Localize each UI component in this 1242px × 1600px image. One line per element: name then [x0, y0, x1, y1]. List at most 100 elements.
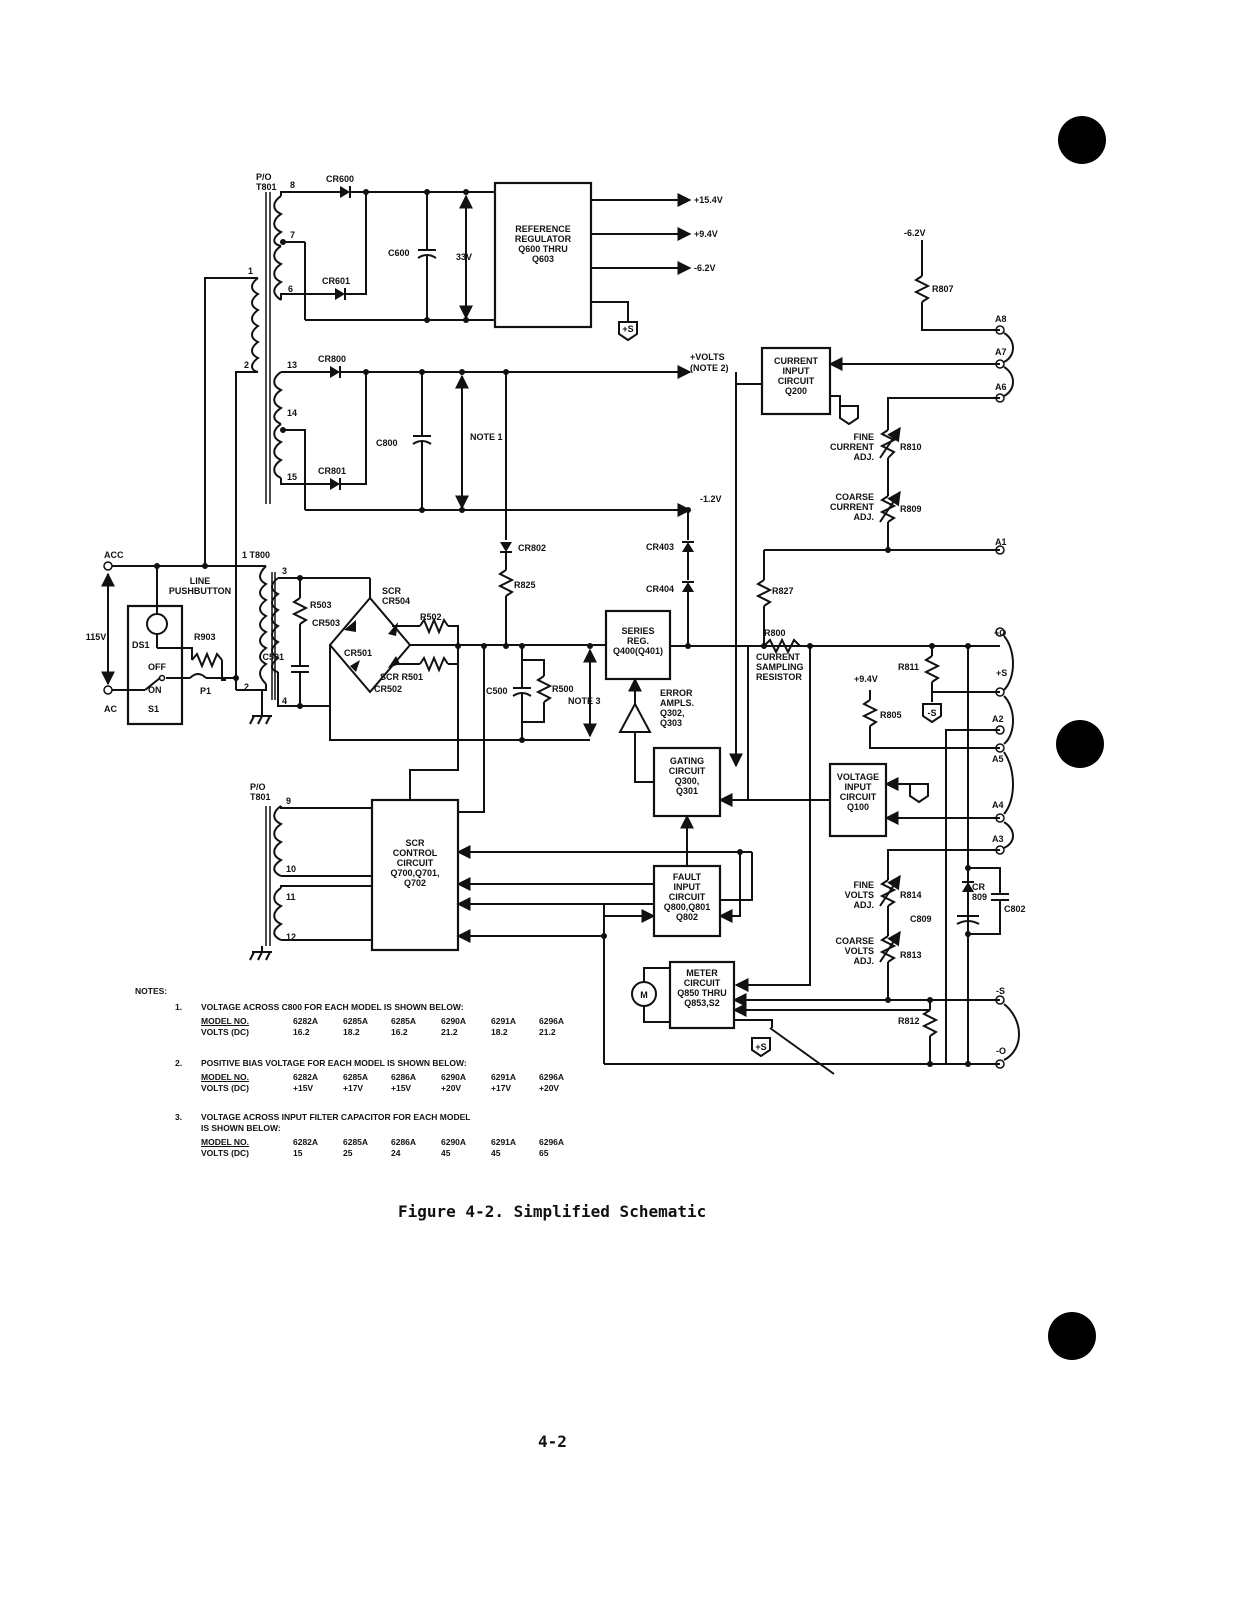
label-v115: 115V [86, 632, 107, 642]
r812-resistor [921, 1009, 939, 1037]
gating-circuit-block [652, 746, 722, 818]
t801-secondary-upper-coil [273, 195, 284, 247]
label-pin7: 7 [290, 230, 295, 240]
label-r827: R827 [772, 586, 794, 596]
r903-resistor [191, 651, 223, 669]
label-pin13: 13 [287, 360, 297, 370]
figure-caption: Figure 4-2. Simplified Schematic [398, 1202, 707, 1221]
switch-lamp-enclosure [126, 604, 184, 726]
r501-resistor [419, 655, 449, 673]
t801-control-lower-coil [273, 887, 284, 941]
label-a5: A5 [992, 754, 1004, 764]
label-plus-s-term: +S [996, 668, 1007, 678]
label-off: OFF [148, 662, 166, 672]
label-ac: AC [104, 704, 117, 714]
label-p1: P1 [200, 686, 211, 696]
current-control-section [729, 240, 1014, 768]
label-cr501: CR501 [344, 648, 372, 658]
model-cell: 6296A [539, 1016, 565, 1026]
label-r800: R800 [764, 628, 786, 638]
label-r807: R807 [932, 284, 954, 294]
plus-s-tag-4 [751, 1037, 771, 1058]
bias-section [273, 365, 694, 646]
model-cell: 6286A [391, 1137, 417, 1147]
s1-switch [144, 677, 161, 691]
label-volts-note2: +VOLTS(NOTE 2) [690, 352, 729, 373]
punch-hole-bottom [1048, 1312, 1096, 1360]
model-cell: 6291A [491, 1137, 517, 1147]
cr802-diode [500, 542, 512, 552]
model-cell: 6285A [391, 1016, 417, 1026]
volts-cell: 16.2 [293, 1027, 310, 1037]
r800-resistor [763, 637, 801, 655]
label-pin2: 2 [244, 360, 249, 370]
reference-section [265, 181, 692, 504]
model-cell: 6285A [343, 1016, 369, 1026]
r500-resistor [535, 675, 553, 703]
label-pin15: 15 [287, 472, 297, 482]
label-cr800: CR800 [318, 354, 346, 364]
plus-s-tag-1 [618, 321, 638, 342]
label-r903: R903 [194, 632, 216, 642]
label-note1: NOTE 1 [470, 432, 503, 442]
label-a7: A7 [995, 347, 1007, 357]
plus-s-tag-3 [909, 783, 929, 804]
note-number: 3. [175, 1112, 183, 1122]
model-cell: 6296A [539, 1072, 565, 1082]
cr404-diode [682, 582, 694, 592]
label-ds1: DS1 [132, 640, 150, 650]
meter-circuit-block [668, 960, 736, 1030]
label-minus-s-term: -S [996, 986, 1005, 996]
label-r825: R825 [514, 580, 536, 590]
cr600-diode [340, 186, 350, 198]
note-text: POSITIVE BIAS VOLTAGE FOR EACH MODEL IS … [201, 1058, 467, 1068]
label-a8: A8 [995, 314, 1007, 324]
label-r814: R814 [900, 890, 922, 900]
t801-control-upper-coil [273, 805, 284, 877]
model-no-label: MODEL NO. [201, 1137, 250, 1147]
label-a2: A2 [992, 714, 1004, 724]
notes-title: NOTES: [135, 986, 168, 996]
error-amplifier-symbol [618, 701, 652, 733]
t800-primary-coil [259, 565, 268, 685]
label-pin9: 9 [286, 796, 291, 806]
volts-cell: +15V [391, 1083, 412, 1093]
note-number: 1. [175, 1002, 183, 1012]
volts-cell: +17V [491, 1083, 512, 1093]
label-pin6: 6 [288, 284, 293, 294]
scr-control-section [249, 646, 753, 1064]
t801-primary-coil [251, 277, 260, 373]
minus-s-tag [922, 703, 942, 724]
label-r809: R809 [900, 504, 922, 514]
r810-resistor [879, 429, 897, 459]
model-cell: 6282A [293, 1072, 319, 1082]
label-pin3: 3 [282, 566, 287, 576]
model-cell: 6296A [539, 1137, 565, 1147]
label-r810: R810 [900, 442, 922, 452]
label-pin1: 1 [248, 266, 253, 276]
model-cell: 6285A [343, 1137, 369, 1147]
t801-bias-lower-coil [273, 423, 284, 479]
model-cell: 6282A [293, 1016, 319, 1026]
punch-hole-middle [1056, 720, 1104, 768]
label-a1: A1 [995, 537, 1007, 547]
label-top-m6-2: -6.2V [904, 228, 926, 238]
label-scr-r501: SCR R501 [380, 672, 423, 682]
label-c802: C802 [1004, 904, 1026, 914]
label-c800: C800 [376, 438, 398, 448]
